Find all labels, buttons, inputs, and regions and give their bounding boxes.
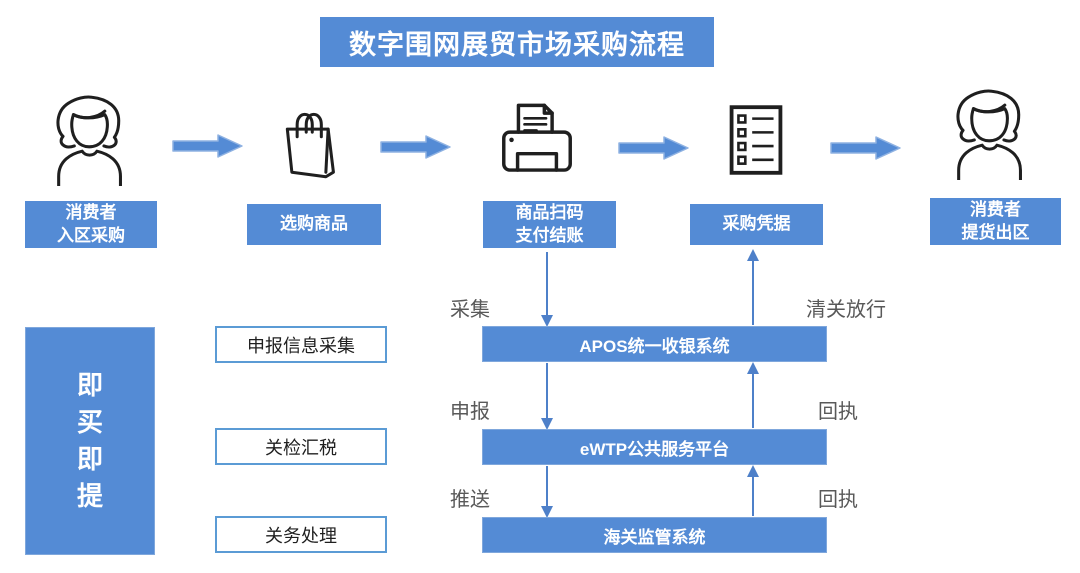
step-label-select-goods: 选购商品 [247, 204, 381, 245]
printer-receipt-icon [496, 100, 578, 178]
flow-arrow-right [830, 136, 901, 160]
step-label-consumer-exit: 消费者 提货出区 [930, 198, 1061, 245]
edge-label-receipt-2: 回执 [818, 489, 858, 511]
flow-arrow-right [380, 135, 451, 159]
system-bar-apos: APOS统一收银系统 [482, 326, 827, 362]
step-label-purchase-voucher: 采购凭据 [690, 204, 823, 245]
stage-box-declare-info: 申报信息采集 [215, 326, 387, 363]
edge-label-push: 推送 [450, 489, 490, 511]
edge-label-declare: 申报 [450, 401, 490, 423]
flow-arrow-right [172, 134, 243, 158]
edge-label-clearance-release: 清关放行 [806, 299, 886, 321]
stage-box-customs-processing: 关务处理 [215, 516, 387, 553]
stage-box-customs-tax: 关检汇税 [215, 428, 387, 465]
edge-label-collect: 采集 [450, 299, 490, 321]
step-label-consumer-enter: 消费者 入区采购 [25, 201, 157, 248]
buy-and-pickup-banner: 即买即提 [25, 327, 155, 555]
banner-vertical-text: 即买即提 [76, 370, 103, 511]
female-consumer-icon [46, 92, 134, 186]
system-bar-customs: 海关监管系统 [482, 517, 827, 553]
edge-label-receipt-1: 回执 [818, 401, 858, 423]
flow-arrow-right [618, 136, 689, 160]
receipt-list-icon [727, 101, 785, 179]
step-label-scan-pay: 商品扫码 支付结账 [483, 201, 616, 248]
shopping-bag-icon [276, 98, 344, 186]
system-bar-ewtp: eWTP公共服务平台 [482, 429, 827, 465]
diagram-title: 数字围网展贸市场采购流程 [320, 17, 714, 67]
female-consumer-icon [946, 86, 1034, 180]
